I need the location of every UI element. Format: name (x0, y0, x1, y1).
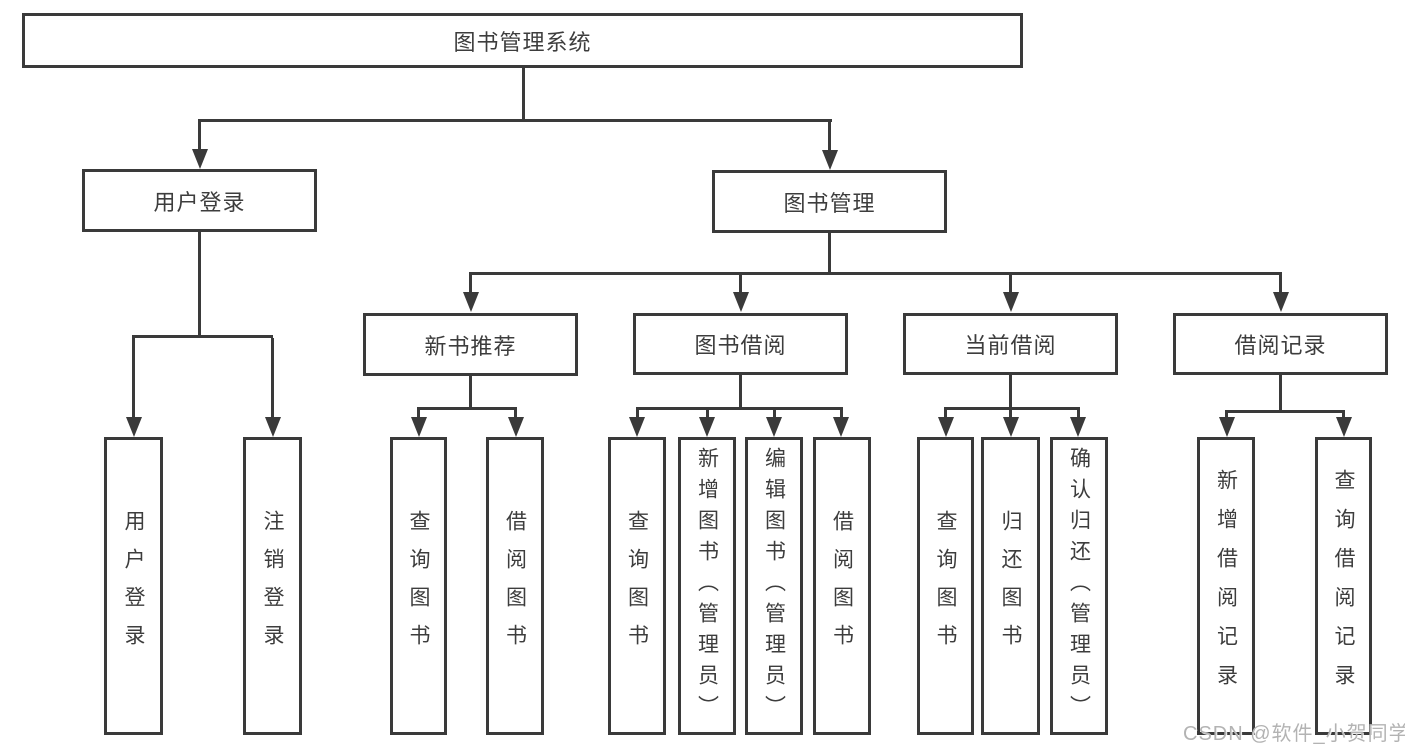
node-current-borrowing: 当前借阅 (903, 313, 1118, 375)
node-label: 编辑图书（管理员） (762, 446, 786, 726)
connector-line (1009, 410, 1012, 420)
leaf-edit-books-admin: 编辑图书（管理员） (745, 437, 803, 735)
node-label: 图书借阅 (694, 333, 787, 358)
node-book-management: 图书管理 (712, 170, 947, 233)
connector-line (132, 335, 273, 338)
connector-line (417, 407, 517, 410)
arrowhead-down-icon (699, 417, 715, 437)
connector-line (198, 122, 201, 154)
leaf-user-login: 用户登录 (104, 437, 163, 735)
leaf-borrow-books: 借阅图书 (813, 437, 871, 735)
connector-line (840, 410, 843, 420)
node-label: 查询借阅记录 (1332, 469, 1355, 703)
connector-line (198, 119, 832, 122)
connector-line (469, 376, 472, 408)
connector-line (469, 275, 472, 295)
connector-line (1225, 410, 1345, 413)
connector-line (1279, 275, 1282, 295)
node-library-management-system: 图书管理系统 (22, 13, 1023, 68)
arrowhead-down-icon (264, 417, 281, 437)
arrowhead-down-icon (1218, 417, 1235, 437)
node-label: 归还图书 (999, 510, 1022, 662)
connector-line (198, 232, 201, 335)
node-book-borrowing: 图书借阅 (633, 313, 848, 375)
connector-line (271, 338, 274, 420)
leaf-query-books: 查询图书 (390, 437, 447, 735)
connector-line (514, 410, 517, 420)
arrowhead-down-icon (766, 417, 782, 437)
node-label: 用户登录 (153, 189, 246, 215)
node-label: 图书管理 (783, 190, 876, 216)
connector-line (828, 233, 831, 275)
node-label: 查询图书 (407, 510, 430, 662)
connector-line (944, 410, 947, 420)
connector-line (1009, 375, 1012, 408)
csdn-watermark: CSDN @软件_小贺同学 (1183, 723, 1405, 745)
connector-line (522, 68, 525, 120)
connector-line (417, 410, 420, 420)
arrowhead-down-icon (1272, 292, 1289, 312)
node-label: 注销登录 (261, 510, 284, 662)
arrowhead-down-icon (191, 149, 208, 169)
arrowhead-down-icon (833, 417, 849, 437)
node-label: 查询图书 (934, 510, 957, 662)
connector-line (1225, 413, 1228, 420)
node-label: 查询图书 (625, 510, 649, 662)
node-label: 确认归还（管理员） (1067, 446, 1091, 726)
connector-line (1009, 275, 1012, 295)
node-label: 新书推荐 (424, 333, 517, 359)
node-borrowing-records: 借阅记录 (1173, 313, 1388, 375)
node-label: 新增图书（管理员） (695, 446, 719, 726)
node-label: 图书管理系统 (453, 29, 592, 55)
leaf-query-books: 查询图书 (917, 437, 974, 735)
connector-line (132, 338, 135, 420)
node-user-login: 用户登录 (82, 169, 317, 232)
connector-line (469, 272, 1282, 275)
leaf-confirm-return-admin: 确认归还（管理员） (1050, 437, 1108, 735)
arrowhead-down-icon (410, 417, 427, 437)
arrowhead-down-icon (1002, 417, 1019, 437)
node-label: 借阅图书 (503, 510, 527, 662)
leaf-query-books: 查询图书 (608, 437, 666, 735)
leaf-borrow-books: 借阅图书 (486, 437, 544, 735)
arrowhead-down-icon (937, 417, 954, 437)
node-label: 当前借阅 (964, 333, 1057, 358)
arrowhead-down-icon (125, 417, 142, 437)
connector-line (828, 122, 831, 154)
arrowhead-down-icon (821, 150, 838, 170)
leaf-logout: 注销登录 (243, 437, 302, 735)
leaf-add-books-admin: 新增图书（管理员） (678, 437, 736, 735)
arrowhead-down-icon (1335, 417, 1352, 437)
node-label: 用户登录 (122, 510, 145, 662)
arrowhead-down-icon (1002, 292, 1019, 312)
connector-line (773, 410, 776, 420)
connector-line (636, 407, 843, 410)
arrowhead-down-icon (1070, 417, 1086, 437)
connector-line (739, 275, 742, 295)
arrowhead-down-icon (462, 292, 479, 312)
leaf-return-books: 归还图书 (981, 437, 1040, 735)
node-label: 借阅图书 (830, 510, 854, 662)
connector-line (1279, 375, 1282, 411)
node-new-book-recommendation: 新书推荐 (363, 313, 578, 376)
connector-line (1342, 413, 1345, 420)
node-label: 借阅记录 (1234, 333, 1327, 358)
arrowhead-down-icon (732, 292, 749, 312)
connector-line (636, 410, 639, 420)
connector-line (944, 407, 1080, 410)
leaf-query-borrow-record: 查询借阅记录 (1315, 437, 1372, 735)
arrowhead-down-icon (629, 417, 645, 437)
connector-line (1077, 410, 1080, 420)
node-label: 新增借阅记录 (1214, 469, 1238, 703)
arrowhead-down-icon (507, 417, 524, 437)
connector-line (739, 375, 742, 408)
leaf-add-borrow-record: 新增借阅记录 (1197, 437, 1255, 735)
connector-line (706, 410, 709, 420)
